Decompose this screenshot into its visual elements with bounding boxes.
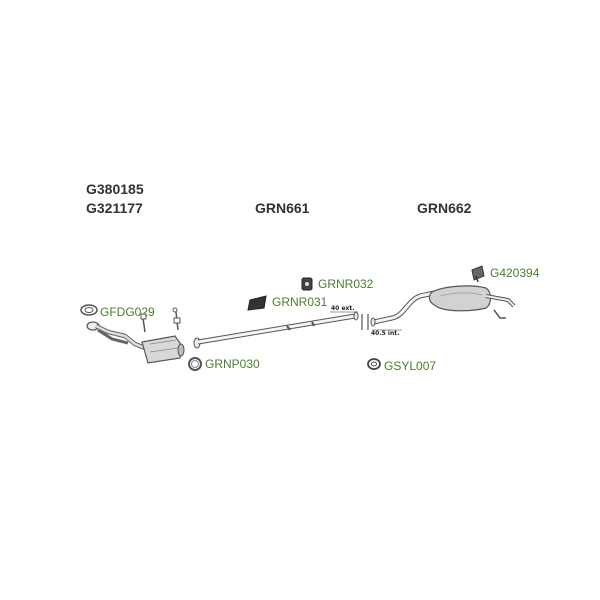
ref-clamp-ring[interactable]: GRNP030: [205, 357, 260, 371]
sleeve-icon[interactable]: [367, 358, 381, 370]
ref-sleeve[interactable]: GSYL007: [384, 359, 437, 373]
bracket-clamp-icon[interactable]: [301, 277, 313, 291]
part-number-front-1: G380185: [86, 181, 144, 197]
part-number-rear: GRN662: [417, 200, 472, 216]
rear-silencer[interactable]: [370, 285, 516, 327]
ref-rear-hanger[interactable]: G420394: [490, 266, 540, 280]
gasket-icon[interactable]: [80, 304, 98, 316]
middle-pipe[interactable]: [193, 311, 359, 349]
dimension-int-label: 40.5 int.: [371, 330, 399, 337]
rear-hanger-icon[interactable]: [471, 265, 485, 283]
bracket-mid-icon[interactable]: [247, 295, 267, 311]
clamp-ring-icon[interactable]: [188, 357, 202, 371]
dimension-ext: 40 ext.: [330, 305, 358, 313]
dimension-ext-label: 40 ext.: [331, 305, 355, 312]
ref-bracket-mid[interactable]: GRNR031: [272, 295, 328, 309]
front-catalyst-section[interactable]: [86, 307, 185, 364]
ref-bracket-clamp[interactable]: GRNR032: [318, 277, 374, 291]
part-number-middle: GRN661: [255, 200, 310, 216]
part-number-front-2: G321177: [86, 200, 143, 216]
dimension-int: 40.5 int.: [371, 329, 402, 337]
